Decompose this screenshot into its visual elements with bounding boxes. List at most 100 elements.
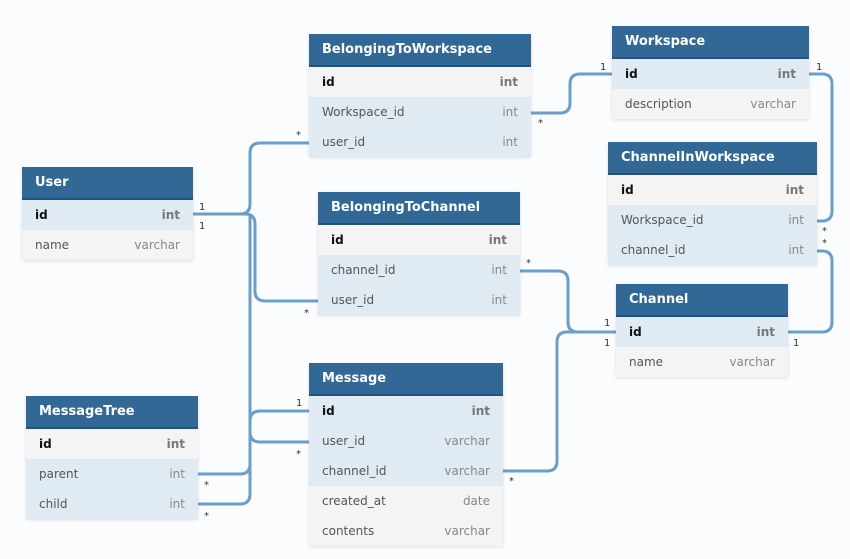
card-1: 1 [816, 62, 822, 73]
edge-user-belongingtochannel[interactable] [193, 212, 318, 303]
field-name: created_at [322, 494, 386, 508]
field-name: id [35, 208, 48, 222]
field-type: int [502, 105, 518, 119]
field-name: name [629, 355, 664, 369]
card-many: * [204, 511, 209, 522]
table-messagetree[interactable]: MessageTree id int parent int child int [26, 396, 198, 519]
field-row-user-id[interactable]: user_id varchar [309, 426, 503, 456]
field-row-contents[interactable]: contents varchar [309, 516, 503, 546]
field-type: int [488, 233, 507, 247]
field-type: varchar [750, 97, 796, 111]
table-header[interactable]: MessageTree [26, 396, 198, 429]
field-name: name [35, 238, 70, 252]
table-header[interactable]: ChannelInWorkspace [608, 142, 817, 175]
field-name: Workspace_id [621, 213, 704, 227]
field-type: int [788, 213, 804, 227]
edge-channel-message[interactable] [503, 330, 616, 473]
field-name: id [322, 404, 335, 418]
field-type: int [777, 67, 796, 81]
field-type: int [502, 135, 518, 149]
edge-channel-belongingtochannel[interactable] [520, 269, 616, 334]
field-name: child [39, 497, 68, 511]
field-type: int [788, 243, 804, 257]
card-1: 1 [604, 338, 610, 349]
field-row-channel-id[interactable]: channel_id int [608, 235, 817, 265]
card-many: * [822, 238, 827, 249]
edge-message-messagetree-child[interactable] [198, 440, 252, 506]
field-type: int [169, 467, 185, 481]
table-header[interactable]: User [22, 167, 193, 200]
field-name: channel_id [331, 263, 396, 277]
field-type: varchar [444, 464, 490, 478]
field-row-id[interactable]: id int [616, 317, 788, 347]
field-row-id[interactable]: id int [309, 396, 503, 426]
field-name: id [625, 67, 638, 81]
card-1: 1 [199, 202, 205, 213]
field-row-channel-id[interactable]: channel_id int [318, 255, 520, 285]
field-row-id[interactable]: id int [309, 67, 531, 97]
field-name: id [331, 233, 344, 247]
field-type: varchar [444, 524, 490, 538]
table-header[interactable]: BelongingToWorkspace [309, 34, 531, 67]
field-row-created-at[interactable]: created_at date [309, 486, 503, 516]
table-message[interactable]: Message id int user_id varchar channel_i… [309, 363, 503, 546]
card-many: * [822, 226, 827, 237]
field-type: int [499, 75, 518, 89]
field-type: int [491, 263, 507, 277]
card-1: 1 [199, 221, 205, 232]
card-many: * [296, 130, 301, 141]
card-1: 1 [600, 62, 606, 73]
field-row-parent[interactable]: parent int [26, 459, 198, 489]
field-row-user-id[interactable]: user_id int [309, 127, 531, 157]
card-many: * [296, 449, 301, 460]
field-type: int [166, 437, 185, 451]
table-header[interactable]: Message [309, 363, 503, 396]
table-channel[interactable]: Channel id int name varchar [616, 284, 788, 377]
field-type: int [785, 183, 804, 197]
card-1: 1 [296, 398, 302, 409]
field-name: id [39, 437, 52, 451]
card-many: * [204, 480, 209, 491]
edge-workspace-belongingtoworkspace[interactable] [531, 72, 612, 115]
field-row-id[interactable]: id int [608, 175, 817, 205]
table-user[interactable]: User id int name varchar [22, 167, 193, 260]
field-name: user_id [331, 293, 375, 307]
field-type: date [462, 494, 490, 508]
field-type: varchar [134, 238, 180, 252]
field-name: id [629, 325, 642, 339]
field-row-id[interactable]: id int [612, 59, 809, 89]
edge-channel-channelinworkspace[interactable] [788, 249, 834, 334]
field-row-workspace-id[interactable]: Workspace_id int [608, 205, 817, 235]
table-belongingtoworkspace[interactable]: BelongingToWorkspace id int Workspace_id… [309, 34, 531, 157]
table-belongingtochannel[interactable]: BelongingToChannel id int channel_id int… [318, 192, 520, 315]
field-row-description[interactable]: description varchar [612, 89, 809, 119]
card-1: 1 [604, 318, 610, 329]
field-row-child[interactable]: child int [26, 489, 198, 519]
field-row-name[interactable]: name varchar [22, 230, 193, 260]
table-header[interactable]: BelongingToChannel [318, 192, 520, 225]
table-workspace[interactable]: Workspace id int description varchar [612, 26, 809, 119]
field-row-workspace-id[interactable]: Workspace_id int [309, 97, 531, 127]
field-type: int [491, 293, 507, 307]
field-row-channel-id[interactable]: channel_id varchar [309, 456, 503, 486]
table-header[interactable]: Workspace [612, 26, 809, 59]
field-type: varchar [729, 355, 775, 369]
edge-workspace-channelinworkspace[interactable] [809, 72, 834, 223]
card-1: 1 [793, 338, 799, 349]
field-row-name[interactable]: name varchar [616, 347, 788, 377]
edge-user-belongingtoworkspace[interactable] [193, 141, 309, 216]
table-channelinworkspace[interactable]: ChannelInWorkspace id int Workspace_id i… [608, 142, 817, 265]
field-name: description [625, 97, 692, 111]
field-row-id[interactable]: id int [318, 225, 520, 255]
field-row-id[interactable]: id int [22, 200, 193, 230]
field-name: Workspace_id [322, 105, 405, 119]
field-type: varchar [444, 434, 490, 448]
field-row-user-id[interactable]: user_id int [318, 285, 520, 315]
field-row-id[interactable]: id int [26, 429, 198, 459]
field-name: contents [322, 524, 375, 538]
field-name: id [322, 75, 335, 89]
table-header[interactable]: Channel [616, 284, 788, 317]
card-many: * [509, 476, 514, 487]
field-type: int [161, 208, 180, 222]
